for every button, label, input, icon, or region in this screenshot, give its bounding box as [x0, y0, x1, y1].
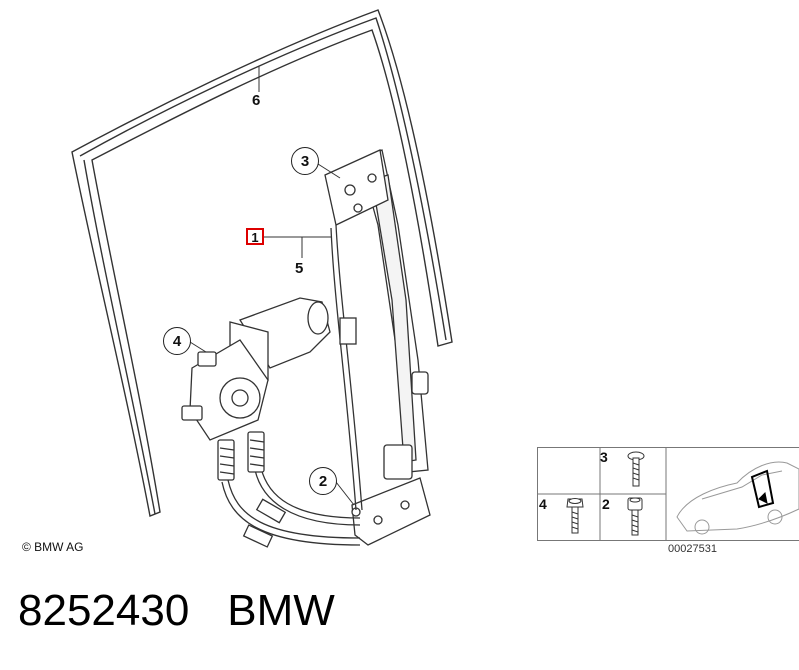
leader-2: [335, 481, 355, 506]
screw-4-icon: [566, 498, 584, 534]
window-seal-frame: [71, 9, 453, 517]
leader-4: [189, 341, 207, 353]
legend-cell-2: 2: [602, 496, 610, 512]
legend-cell-3: 3: [600, 449, 608, 465]
drawing-id: 00027531: [668, 543, 717, 555]
callout-6: 6: [252, 92, 261, 109]
legend-cell-4: 4: [539, 496, 547, 512]
screw-3-icon: [627, 451, 645, 487]
copyright-text: © BMW AG: [22, 540, 84, 554]
callout-5: 5: [295, 260, 304, 277]
screw-2-icon: [627, 497, 643, 536]
legend-table: [537, 447, 799, 541]
caption: 8252430 BMW: [18, 586, 335, 636]
callout-1-highlighted: 1: [246, 228, 264, 245]
callout-3: 3: [291, 147, 319, 175]
leader-3: [317, 163, 341, 179]
brand-name: BMW: [227, 586, 335, 635]
part-number: 8252430: [18, 586, 190, 635]
regulator-rail: [324, 149, 431, 546]
window-regulator-diagram: [71, 9, 453, 548]
motor: [181, 297, 331, 481]
callout-2: 2: [309, 467, 337, 495]
car-location-icon: [676, 461, 799, 535]
cable: [221, 224, 363, 548]
callout-4: 4: [163, 327, 191, 355]
